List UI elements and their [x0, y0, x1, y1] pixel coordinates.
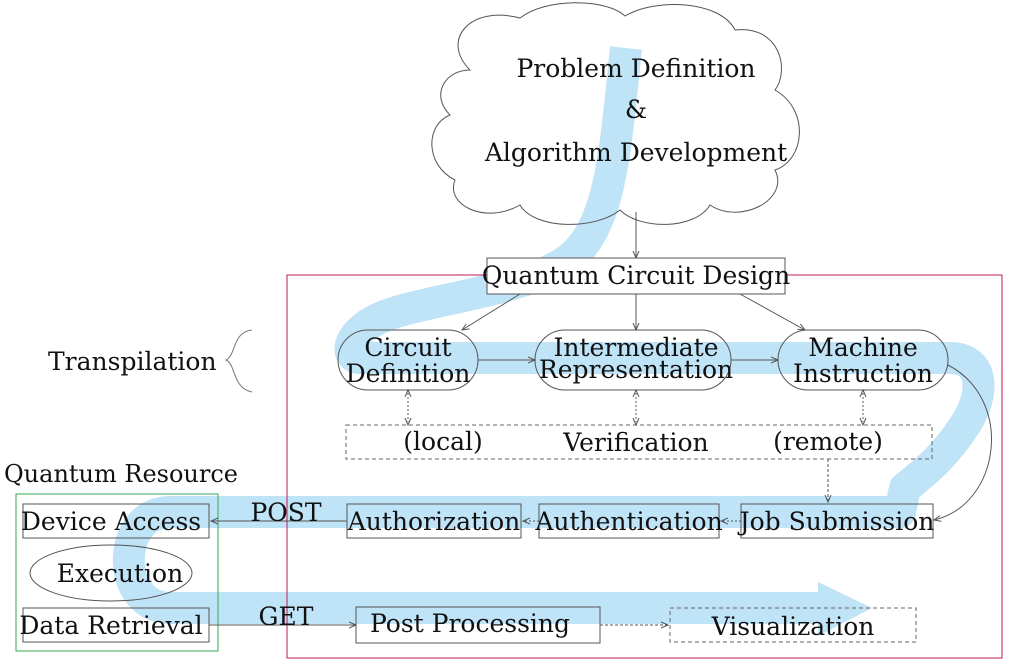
post-label: POST [250, 498, 321, 527]
problem-cloud: Problem Definition & Algorithm Developme… [431, 2, 800, 225]
circuit-design-box: Quantum Circuit Design [482, 257, 790, 295]
authorization-box: Authorization [346, 503, 522, 539]
cloud-line-3: Algorithm Development [484, 138, 787, 167]
stage-circuit-definition: Circuit Definition [337, 329, 479, 391]
cloud-line-2: & [625, 95, 647, 124]
arrow-machine-to-job [934, 364, 992, 520]
authentication-label: Authentication [534, 507, 722, 536]
circuit-def-line-2: Definition [346, 359, 471, 388]
machine-line-1: Machine [808, 333, 918, 362]
transpilation-brace [224, 329, 253, 393]
verification-remote: (remote) [773, 427, 883, 456]
authentication-box: Authentication [534, 503, 723, 539]
resource-frame [15, 493, 219, 652]
intermediate-line-1: Intermediate [553, 333, 718, 362]
execution-ellipse: Execution [29, 544, 193, 602]
post-processing-box: Post Processing [355, 606, 601, 644]
arrow-design-to-machine [739, 293, 805, 330]
job-submission-label: Job Submission [737, 507, 935, 536]
data-retrieval-label: Data Retrieval [19, 611, 202, 640]
circuit-def-line-1: Circuit [364, 333, 451, 362]
stage-machine-instruction: Machine Instruction [777, 329, 949, 391]
machine-line-2: Instruction [793, 359, 933, 388]
cloud-line-1: Problem Definition [516, 54, 755, 83]
visualization-label: Visualization [711, 612, 875, 641]
verification-box: (local) Verification (remote) [345, 424, 933, 460]
authorization-label: Authorization [347, 507, 521, 536]
execution-label: Execution [57, 559, 183, 588]
transpilation-label: Transpilation [48, 347, 217, 376]
circuit-design-label: Quantum Circuit Design [482, 261, 790, 290]
arrow-design-to-circuit-def [462, 293, 521, 330]
job-submission-box: Job Submission [737, 503, 935, 539]
get-label: GET [259, 602, 314, 631]
post-processing-label: Post Processing [370, 609, 570, 638]
resource-title: Quantum Resource [4, 460, 238, 488]
device-access-box: Device Access [21, 503, 210, 539]
device-access-label: Device Access [21, 507, 201, 536]
data-retrieval-box: Data Retrieval [19, 607, 210, 643]
stage-intermediate-representation: Intermediate Representation [534, 329, 733, 391]
intermediate-line-2: Representation [539, 355, 733, 384]
verification-local: (local) [403, 427, 482, 456]
visualization-box: Visualization [669, 607, 917, 643]
verification-label: Verification [562, 428, 708, 457]
flow-band [112, 46, 995, 636]
